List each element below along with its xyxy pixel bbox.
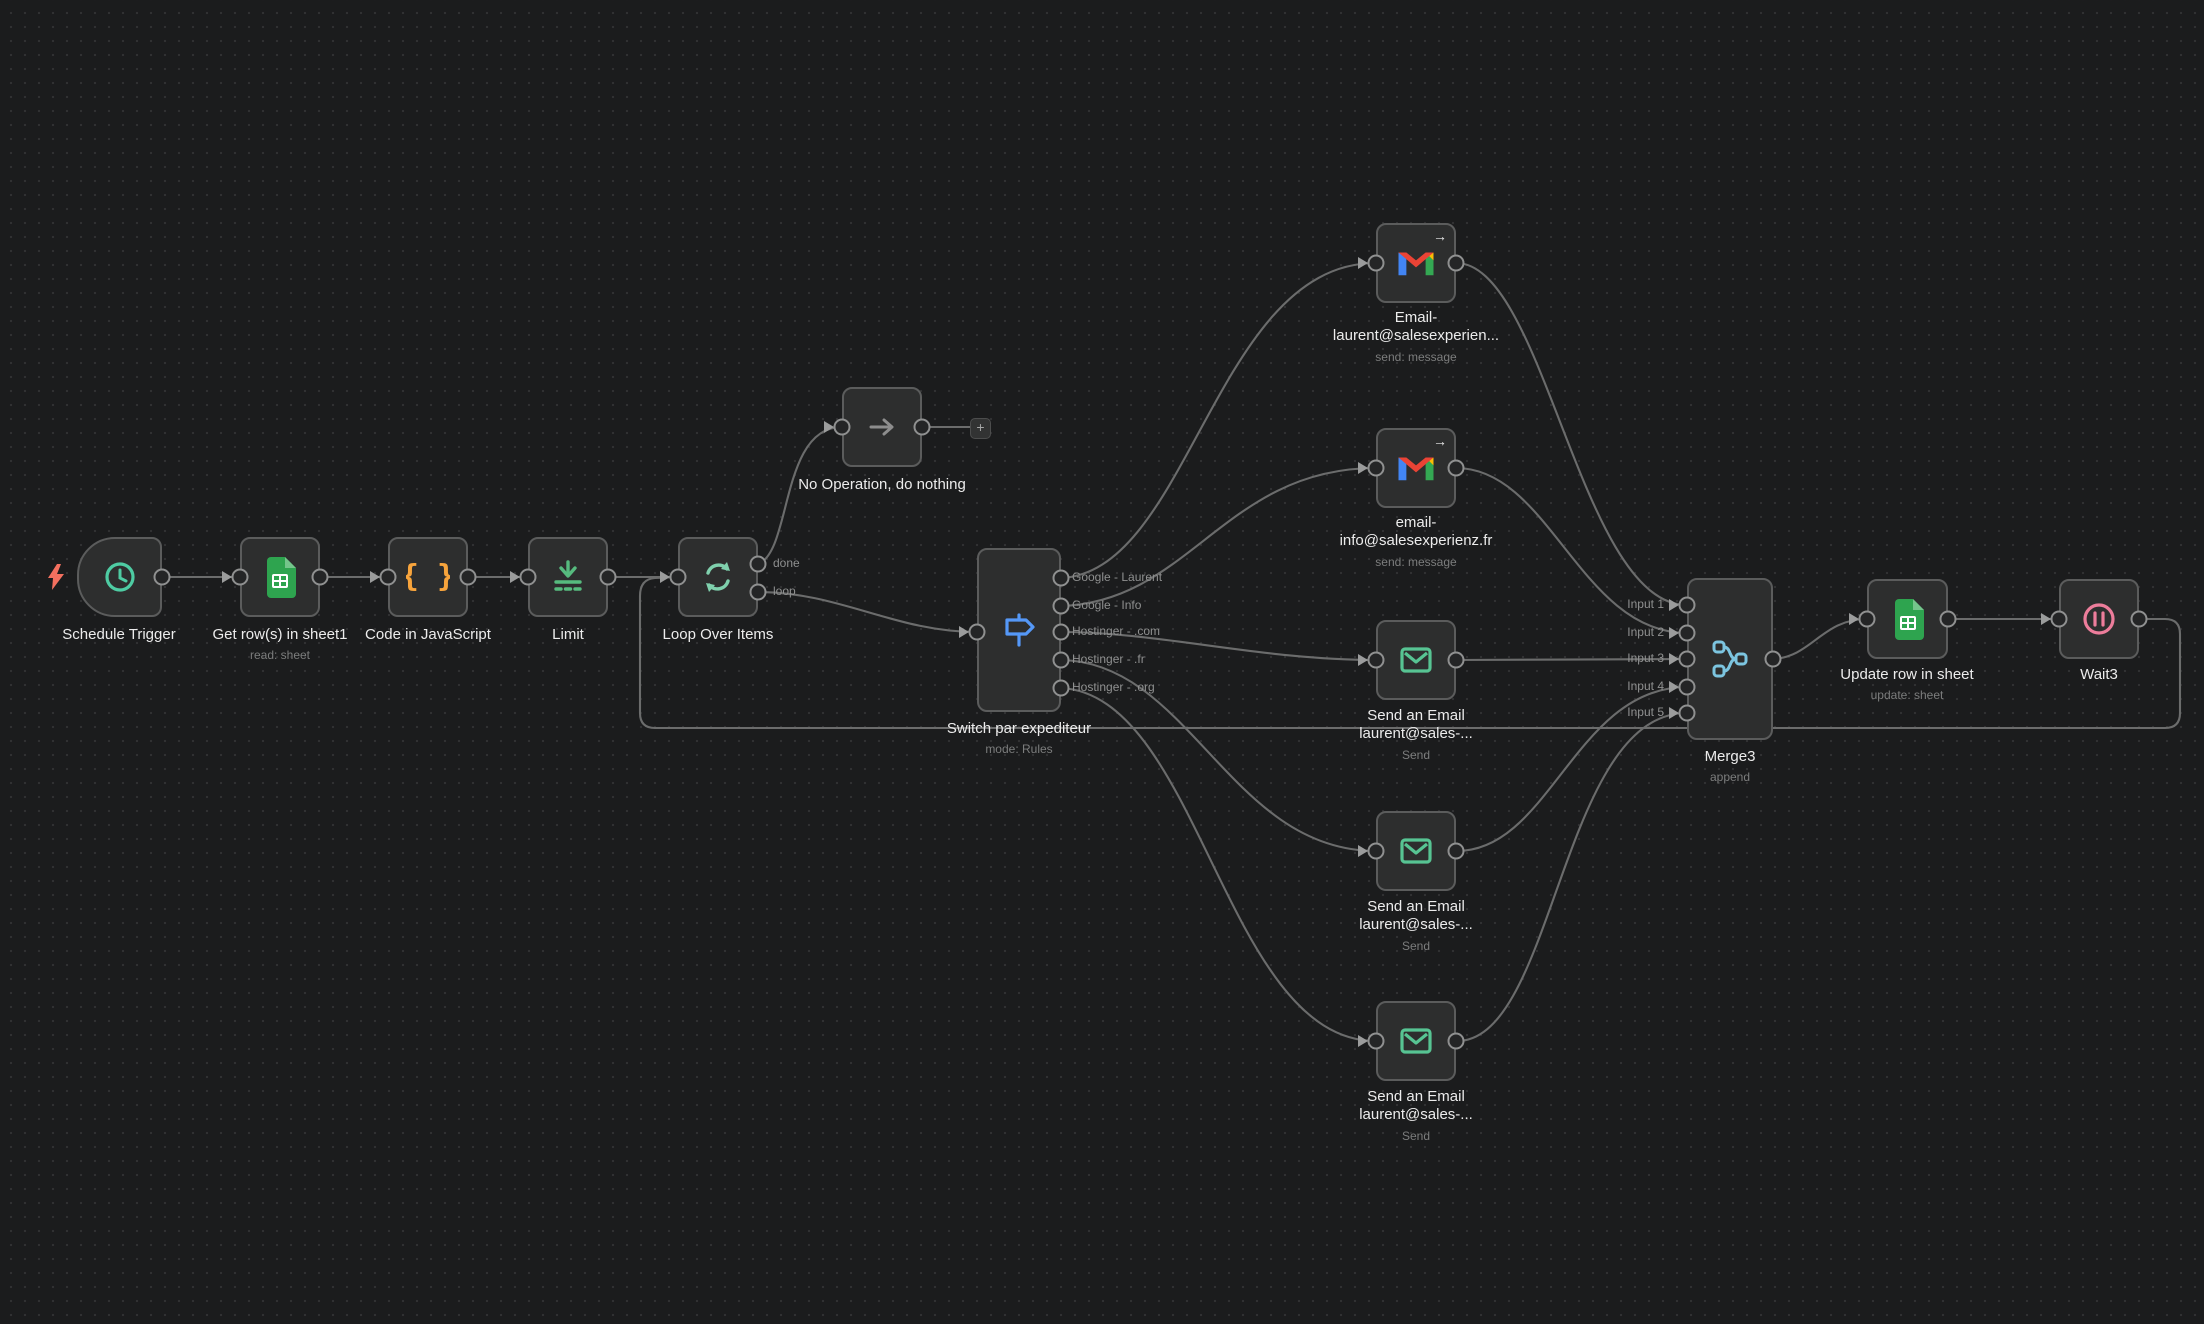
port-label-done: done xyxy=(773,556,800,570)
connection-wire[interactable] xyxy=(757,425,843,565)
connection-wire[interactable] xyxy=(638,575,2182,730)
envelope-icon xyxy=(1400,1028,1432,1054)
connection-wire[interactable] xyxy=(757,590,978,634)
node-label: Update row in sheet xyxy=(1840,666,1974,683)
limit-icon xyxy=(554,560,582,591)
arrow-right-icon xyxy=(869,418,894,436)
code-braces-icon: { } xyxy=(406,559,450,594)
port-label-google-laurent: Google - Laurent xyxy=(1072,570,1163,584)
connection-wire[interactable] xyxy=(1060,658,1377,853)
arrow-badge-icon: → xyxy=(1433,433,1447,449)
node-label: Loop Over Items xyxy=(662,626,774,643)
node-schedule-trigger[interactable] xyxy=(77,537,162,617)
connection-wire[interactable] xyxy=(1455,657,1688,662)
sheets-icon xyxy=(1894,599,1924,640)
connection-wire[interactable] xyxy=(1060,466,1377,608)
pause-icon xyxy=(2083,603,2115,635)
connection-wire[interactable] xyxy=(1772,617,1868,661)
merge-icon xyxy=(1712,640,1748,678)
connection-wire[interactable] xyxy=(1455,685,1688,853)
connection-wire[interactable] xyxy=(1060,686,1377,1043)
node-subtitle: send: message xyxy=(1375,349,1457,364)
port-label-input3: Input 3 xyxy=(1627,651,1664,665)
port-label-loop: loop xyxy=(773,584,796,598)
node-subtitle: Send xyxy=(1401,938,1431,953)
port-label-input1: Input 1 xyxy=(1627,597,1664,611)
port-label-google-info: Google - Info xyxy=(1072,598,1142,612)
node-wait3[interactable] xyxy=(2059,579,2139,659)
connection-wire[interactable] xyxy=(1060,261,1377,580)
node-label: No Operation, do nothing xyxy=(798,476,966,493)
arrow-badge-icon: → xyxy=(1433,228,1447,244)
port-label-hostinger-org: Hostinger - .org xyxy=(1072,680,1155,694)
connection-wire[interactable] xyxy=(1060,630,1377,662)
port-label-hostinger-fr: Hostinger - .fr xyxy=(1072,652,1145,666)
node-label: Merge3 xyxy=(1704,748,1756,765)
node-label: Send an Email laurent@sales-... xyxy=(1359,1088,1473,1124)
envelope-icon xyxy=(1400,647,1432,673)
node-code-javascript[interactable]: { } xyxy=(388,537,468,617)
node-update-row-sheet[interactable] xyxy=(1867,579,1948,659)
switch-signpost-icon xyxy=(1005,613,1035,647)
node-subtitle: Send xyxy=(1401,1128,1431,1143)
node-limit[interactable] xyxy=(528,537,608,617)
clock-icon xyxy=(104,562,135,592)
node-label: Send an Email laurent@sales-... xyxy=(1359,898,1473,934)
connection-wire[interactable] xyxy=(1455,261,1688,607)
node-merge3[interactable] xyxy=(1687,578,1773,740)
node-label: Get row(s) in sheet1 xyxy=(212,626,348,643)
node-subtitle: read: sheet xyxy=(249,648,311,663)
node-email-laurent-gmail[interactable]: → xyxy=(1376,223,1456,303)
node-label: Email- laurent@salesexperien... xyxy=(1332,309,1500,345)
port-label-input4: Input 4 xyxy=(1627,679,1664,693)
node-subtitle: update: sheet xyxy=(1870,688,1944,703)
node-label: Limit xyxy=(552,626,584,643)
node-subtitle: send: message xyxy=(1375,554,1457,569)
svg-text:{ }: { } xyxy=(406,559,450,594)
node-get-rows-sheet[interactable] xyxy=(240,537,320,617)
node-send-email-3[interactable] xyxy=(1376,1001,1456,1081)
node-label: Switch par expediteur xyxy=(946,720,1092,737)
connection-wire[interactable] xyxy=(1455,711,1688,1043)
node-label: email- info@salesexperienz.fr xyxy=(1339,514,1493,550)
node-label: Wait3 xyxy=(2080,666,2118,683)
connection-wire[interactable] xyxy=(1455,466,1688,635)
node-switch-expediteur[interactable] xyxy=(977,548,1061,712)
node-send-email-2[interactable] xyxy=(1376,811,1456,891)
node-loop-over-items[interactable] xyxy=(678,537,758,617)
loop-icon xyxy=(706,562,730,592)
lightning-bolt-icon xyxy=(48,564,64,590)
port-label-hostinger-com: Hostinger - .com xyxy=(1072,624,1161,638)
node-no-operation[interactable] xyxy=(842,387,922,467)
port-label-input5: Input 5 xyxy=(1627,705,1664,719)
node-send-email-1[interactable] xyxy=(1376,620,1456,700)
node-label: Schedule Trigger xyxy=(62,626,176,643)
node-label: Code in JavaScript xyxy=(365,626,491,643)
gmail-icon xyxy=(1398,457,1434,481)
gmail-icon xyxy=(1398,252,1434,276)
node-email-info-gmail[interactable]: → xyxy=(1376,428,1456,508)
node-label: Send an Email laurent@sales-... xyxy=(1359,707,1473,743)
envelope-icon xyxy=(1400,838,1432,864)
sheets-icon xyxy=(267,557,296,598)
node-subtitle: append xyxy=(1709,770,1751,785)
add-node-button[interactable]: + xyxy=(970,418,991,439)
port-label-input2: Input 2 xyxy=(1627,625,1664,639)
node-subtitle: mode: Rules xyxy=(985,742,1053,757)
node-subtitle: Send xyxy=(1401,747,1431,762)
